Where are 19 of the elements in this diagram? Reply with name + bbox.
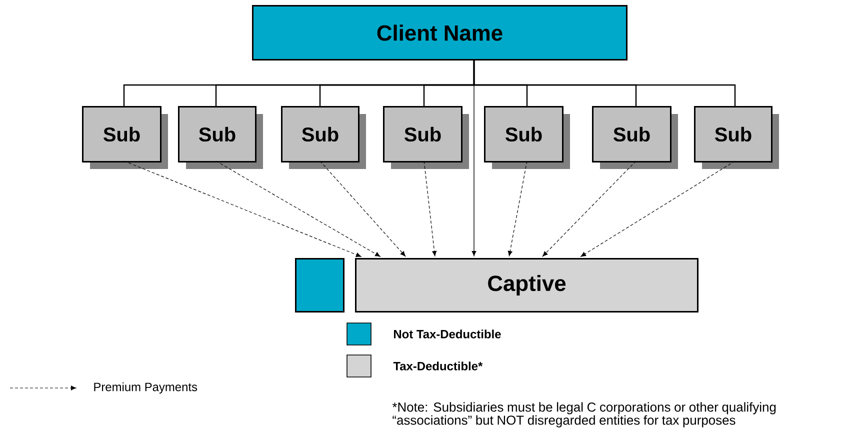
sub-box: Sub	[383, 106, 469, 169]
sub-box: Sub	[592, 106, 678, 169]
arrow	[320, 160, 406, 256]
legend-label: Tax-Deductible*	[393, 362, 483, 370]
captive-box: Captive	[355, 258, 698, 312]
sub-box: Sub	[281, 106, 366, 169]
sub-box: Sub	[484, 106, 570, 169]
arrow	[508, 160, 528, 256]
legend-label: Premium Payments	[94, 382, 198, 394]
arrow	[424, 160, 437, 256]
arrow	[542, 160, 636, 256]
sub-box: Sub	[694, 106, 779, 169]
arrow	[472, 58, 476, 256]
client-box: Client Name	[252, 5, 628, 60]
note-text: *Note: Subsidiaries must be legal C corporations or other qualifying “associations” but NOT disregarded entities for tax purposes	[392, 402, 776, 428]
legend-label: Not Tax-Deductible	[394, 330, 501, 338]
sub-box: Sub	[82, 106, 168, 169]
sub-box: Sub	[178, 106, 263, 169]
square-box	[295, 258, 344, 312]
